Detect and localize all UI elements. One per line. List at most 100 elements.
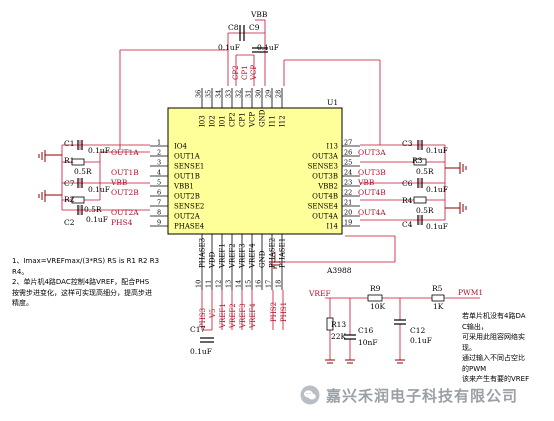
r4-label: R4 [402,196,413,205]
resistor-r3 [413,158,427,166]
pin-number-28: 28 [275,90,283,98]
pin-name-35: I02 [209,115,217,127]
pin-number-24: 24 [344,169,352,177]
pin-name-21: SENSE4 [308,203,339,211]
r13-value: 22K [331,332,347,341]
cp2-net: CP2 [232,65,240,80]
r3-label: R3 [412,156,423,165]
watermark: 嘉兴禾润电子科技有限公司 [300,384,518,406]
net-out1a-left: OUT1A [111,148,139,157]
pin-name-30: GND [259,109,267,127]
c7-value: 0.1uF [88,185,110,194]
pin-name-13: VREF2 [229,243,237,269]
design-note-right: 若单片机没有4路DA C输出， 可采用此阻容网络实 现。 通过输入不同占空比 的… [462,312,530,383]
pin-number-7: 7 [157,199,161,207]
resistor-r2 [71,196,85,204]
rc-filter-grounds [325,359,405,364]
r5-value: 1K [433,302,444,311]
pin-number-15: 15 [245,280,253,288]
net-vref1: VREF1 [219,303,227,329]
left-capacitors [77,140,83,215]
pin-name-25: SENSE3 [308,163,338,171]
r2-label: R2 [64,195,75,204]
rc-filter-network [325,297,480,360]
resistor-r4 [413,196,427,204]
c16-label: C16 [358,326,374,335]
pin-name-2: OUT1A [174,153,201,161]
c9-label: C9 [249,23,260,32]
vbb-top-label: VBB [250,10,268,19]
right-capacitors [417,140,423,225]
watermark-text: 嘉兴禾润电子科技有限公司 [326,386,519,405]
pin-name-8: OUT2A [174,213,201,221]
cp1-net: CP1 [241,65,249,80]
right-passive-network [360,140,446,225]
pin-number-21: 21 [344,199,352,207]
pin-name-36: I03 [199,115,207,127]
pin-name-10: PHASE3 [199,238,207,268]
r9-value: 10K [370,302,386,311]
pin-name-11: VDD [209,251,217,269]
c4-label: C4 [402,220,413,229]
left-passive-network [61,140,150,215]
ic-ref: U1 [327,98,338,107]
pin-number-9: 9 [157,219,161,227]
pin-name-19: I14 [326,223,338,231]
net-out2b-left: OUT2B [111,188,139,197]
pin-number-23: 23 [344,179,352,187]
net-vbb-left: VBB [110,178,128,187]
ic-part: A3988 [326,266,352,275]
pin-number-8: 8 [157,209,161,217]
net-vref4: VREF4 [249,303,257,329]
net-out2a-left: OUT2A [111,208,139,217]
r1-label: R1 [64,156,74,165]
c2-value: 0.1uF [86,215,108,224]
vcp-net: VCP [250,65,258,81]
r2-value: 0.5R [84,205,102,214]
pin-number-6: 6 [157,189,161,197]
pin-number-18: 18 [275,280,283,288]
pin-number-20: 20 [344,209,352,217]
pin-name-9: PHASE4 [174,223,205,231]
pin-number-17: 17 [265,280,273,288]
c6-label: C6 [402,179,413,188]
c8-value: 0.1uF [218,43,240,52]
net-vbb-right: VBB [357,178,375,187]
c2-label: C2 [64,218,75,227]
c12-label: C12 [410,326,426,335]
pin-number-25: 25 [344,159,352,167]
r5-label: R5 [432,284,443,293]
bottom-pins: PHASE310VDD11VREF112VREF213VREF314VREF41… [195,234,287,290]
resistor-r1 [71,158,85,166]
pin-number-33: 33 [225,90,233,98]
right-ground-symbols [445,162,467,214]
net-out4b-right: OUT4B [358,188,386,197]
r1-value: 0.5R [74,167,92,176]
pin-number-4: 4 [157,169,161,177]
pin-number-26: 26 [344,149,352,157]
pin-number-27: 27 [344,139,352,147]
pin-number-35: 35 [205,90,213,98]
pin-name-17: PHASE2 [269,238,277,268]
pin-name-26: OUT3A [312,153,339,161]
c7-label: C7 [64,179,75,188]
net-out3a-right: OUT3A [358,148,386,157]
pin-name-22: OUT4B [312,193,338,201]
c16-value: 10nF [358,338,378,347]
pin-name-15: VREF4 [249,243,257,269]
pin-name-32: CP1 [239,112,247,127]
pin-name-12: VREF1 [219,243,227,269]
pin-number-30: 30 [255,90,263,98]
pin-name-27: I13 [326,143,338,151]
pin-number-36: 36 [195,90,203,98]
net-vref2: VREF2 [229,303,237,329]
pin-number-14: 14 [235,280,243,288]
pin-name-1: IO4 [174,143,188,151]
design-note-left: 1、Imax=VREFmax/(3*RS) RS is R1 R2 R3 R4。… [12,257,160,307]
c3-value: 0.1uF [426,146,448,155]
pin-number-31: 31 [245,90,253,98]
resistor-r5 [431,294,445,302]
pin-name-34: I01 [219,115,227,127]
pin-number-22: 22 [344,189,352,197]
